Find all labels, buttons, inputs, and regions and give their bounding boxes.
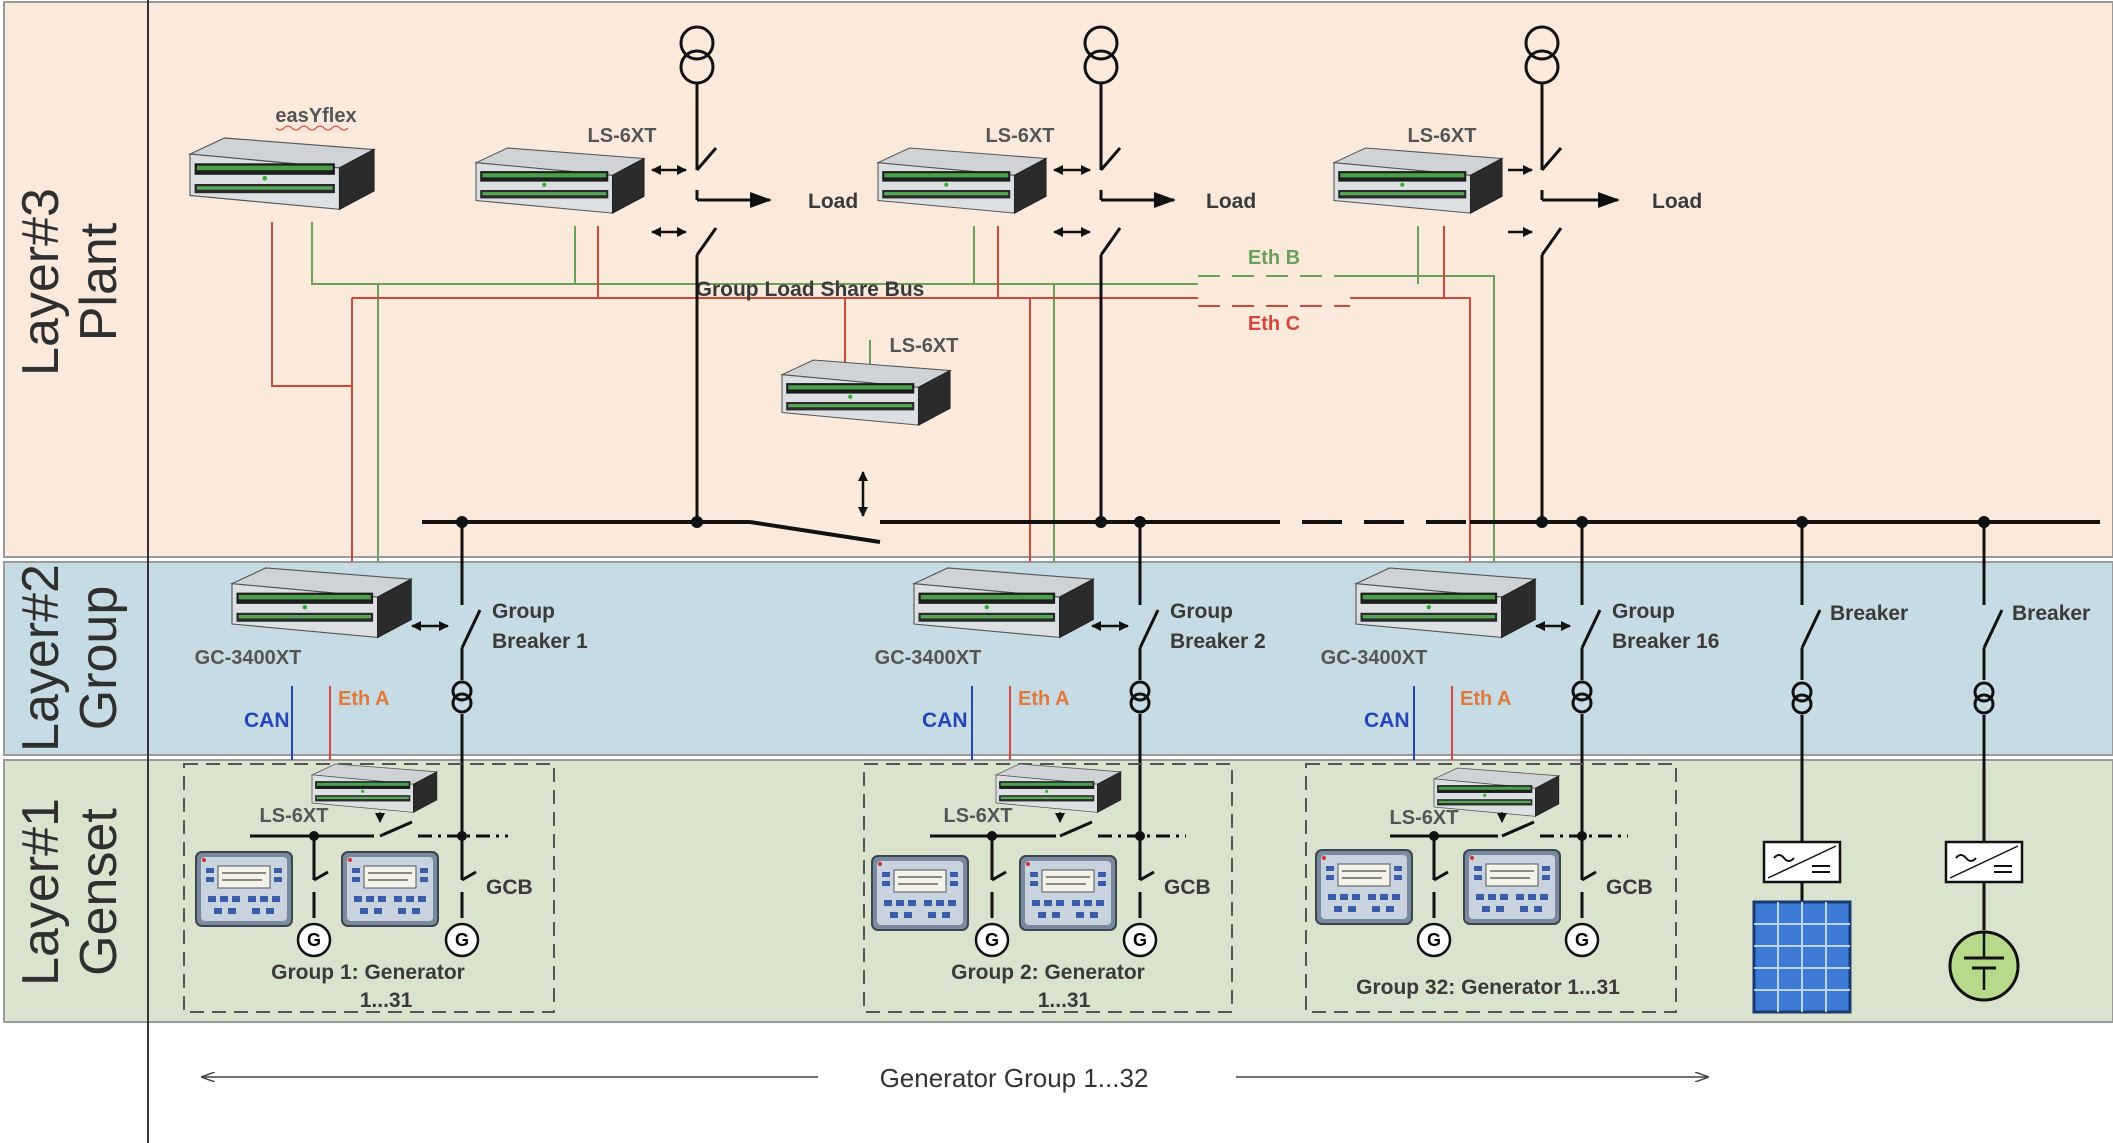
ls6xt-plant-2-label: LS-6XT (986, 125, 1055, 147)
inverter-icon (1944, 840, 2024, 884)
genset-group-1-label: Group 1: Generator (271, 961, 465, 984)
plant-feeder-1 (679, 25, 772, 522)
gc3400xt-group-2 (913, 567, 1094, 639)
gcb-label-32: GCB (1606, 876, 1653, 899)
group-breaker-2-word: Group (1170, 600, 1233, 623)
group-breaker-1 (411, 522, 482, 836)
layer3-number: Layer#3 (12, 188, 70, 376)
generator-label: G (307, 930, 321, 950)
layer3-name: Plant (70, 222, 128, 341)
genset-group-1-box (183, 763, 555, 1013)
group-breaker-16-word: Group (1612, 600, 1675, 623)
eth-c-label: Eth C (1248, 313, 1300, 335)
eth-b-label: Eth B (1248, 247, 1300, 269)
group-breaker-2 (1091, 522, 1160, 836)
ls6xt-genset-32-label: LS-6XT (1390, 807, 1459, 829)
ls6xt-genset-1 (311, 763, 438, 813)
ls6xt-genset-2 (995, 763, 1122, 813)
genset-controller-32a (1315, 849, 1413, 925)
eth-a-label-2: Eth A (1018, 688, 1069, 710)
ls6xt-plant-2 (877, 147, 1047, 214)
eth-c-bus (271, 222, 1471, 562)
generator-label: G (455, 930, 469, 950)
ls6xt-plant-1 (475, 147, 645, 214)
generator-label: G (1427, 930, 1441, 950)
main-busbar (422, 520, 2100, 544)
load-label-3: Load (1652, 190, 1702, 213)
eth-a-label-1: Eth A (338, 688, 389, 710)
gc3400xt-group-16 (1355, 567, 1536, 639)
group-breaker-1-number: Breaker 1 (492, 630, 588, 653)
generator-group-range-label: Generator Group 1...32 (880, 1063, 1149, 1093)
ls6xt-plant-center-label: LS-6XT (890, 335, 959, 357)
gcb-label-1: GCB (486, 876, 533, 899)
load-label-1: Load (808, 190, 858, 213)
load-label-2: Load (1206, 190, 1256, 213)
easyflex-controller (189, 137, 375, 210)
genset-group-32-box (1305, 763, 1677, 1013)
solar-breaker (1791, 522, 1822, 842)
solar-panel-icon (1752, 900, 1852, 1014)
ls6xt-plant-1-label: LS-6XT (588, 125, 657, 147)
ls6xt-plant-3-label: LS-6XT (1408, 125, 1477, 147)
battery-breaker-label: Breaker (2012, 602, 2090, 625)
generator-label: G (1133, 930, 1147, 950)
layer1-name: Genset (70, 808, 128, 976)
gc3400xt-group-1 (231, 567, 412, 639)
genset-group-1-range: 1...31 (360, 989, 413, 1012)
easyflex-label: easYflex (275, 105, 356, 127)
ls6xt-genset-2-label: LS-6XT (944, 805, 1013, 827)
gc3400xt-group-16-label: GC-3400XT (1321, 647, 1428, 669)
group-breaker-1-word: Group (492, 600, 555, 623)
ls6xt-plant-3 (1333, 147, 1503, 214)
group-load-share-bus-label: Group Load Share Bus (696, 278, 925, 301)
layer2-name: Group (70, 586, 128, 731)
inverter-icon (1762, 840, 1842, 884)
generator-label: G (1575, 930, 1589, 950)
genset-group-2-label: Group 2: Generator (951, 961, 1145, 984)
layer2-number: Layer#2 (12, 564, 70, 752)
group-breaker-16 (1535, 522, 1602, 836)
genset-group-32-label: Group 32: Generator 1...31 (1356, 976, 1620, 999)
plant-layer-band (3, 1, 2113, 558)
layer1-number: Layer#1 (12, 798, 70, 986)
gcb-label-2: GCB (1164, 876, 1211, 899)
genset-controller-2a (871, 855, 969, 931)
genset-controller-32b (1463, 849, 1561, 925)
gc3400xt-group-1-label: GC-3400XT (195, 647, 302, 669)
genset-controller-1b (341, 851, 439, 927)
genset-group-2-range: 1...31 (1038, 989, 1091, 1012)
genset-controller-2b (1019, 855, 1117, 931)
can-label-3: CAN (1364, 709, 1410, 732)
plant-feeder-3 (1524, 25, 1620, 522)
battery-breaker (1973, 522, 2004, 842)
eth-b-bus (311, 222, 1495, 562)
can-label-2: CAN (922, 709, 968, 732)
solar-breaker-label: Breaker (1830, 602, 1908, 625)
genset-controller-1a (195, 851, 293, 927)
plant-feeder-2 (1083, 25, 1176, 522)
eth-a-label-3: Eth A (1460, 688, 1511, 710)
battery-icon (1948, 930, 2020, 1002)
can-label-1: CAN (244, 709, 290, 732)
genset-group-2-box (863, 763, 1233, 1013)
ls6xt-plant-center (781, 359, 951, 426)
ls6xt-genset-1-label: LS-6XT (260, 805, 329, 827)
gc3400xt-group-2-label: GC-3400XT (875, 647, 982, 669)
generator-label: G (985, 930, 999, 950)
group-breaker-2-number: Breaker 2 (1170, 630, 1266, 653)
group-breaker-16-number: Breaker 16 (1612, 630, 1719, 653)
